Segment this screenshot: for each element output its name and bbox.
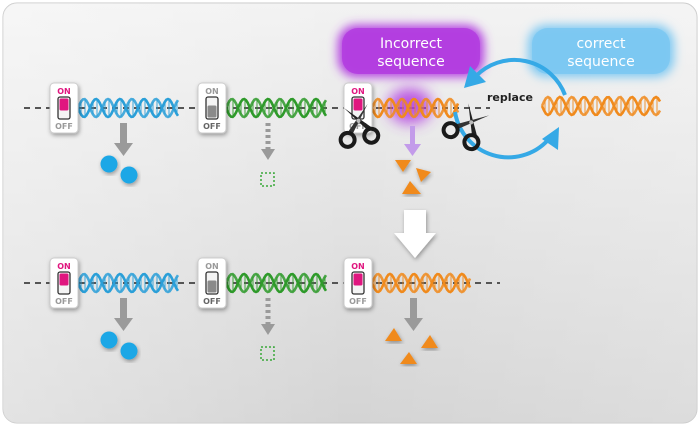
- triangle-product-icon: [402, 181, 421, 194]
- switch-off-label: OFF: [203, 297, 221, 306]
- correct-line1: correct: [576, 36, 626, 52]
- circle-product-icon: [100, 331, 118, 349]
- switch-on-label: ON: [57, 87, 71, 96]
- switch-off-label: OFF: [203, 122, 221, 131]
- triangle-product-icon: [395, 160, 411, 172]
- correct-line2: sequence: [567, 54, 634, 70]
- square-outline-icon: [260, 346, 275, 361]
- expression-arrow-green-bottom: [261, 298, 275, 335]
- switch-icon: ON OFF: [49, 82, 79, 134]
- triangle-product-icon: [416, 168, 431, 182]
- replace-label: replace: [487, 91, 533, 104]
- correct-sequence-callout: correct sequence: [528, 25, 674, 77]
- switch-off-label: OFF: [55, 297, 73, 306]
- expression-arrow-green-top: [261, 123, 275, 160]
- dna-helix-icon: [224, 272, 328, 294]
- circle-product-icon: [120, 342, 138, 360]
- dna-helix-icon: [370, 272, 472, 294]
- switch-icon: ON OFF: [197, 82, 227, 134]
- switch-icon: ON OFF: [197, 257, 227, 309]
- dna-helix-icon: [224, 97, 328, 119]
- switch-icon: ON OFF: [343, 257, 373, 309]
- switch-on-label: ON: [351, 87, 365, 96]
- square-outline-icon: [260, 172, 275, 187]
- circle-product-icon: [100, 155, 118, 173]
- triangle-product-icon: [421, 335, 438, 348]
- incorrect-line1: Incorrect: [380, 36, 443, 52]
- incorrect-sequence-callout: Incorrect sequence: [338, 25, 484, 77]
- triangle-product-icon: [385, 328, 402, 341]
- triangle-product-icon: [400, 352, 417, 364]
- circle-product-icon: [120, 166, 138, 184]
- switch-icon: ON OFF: [49, 257, 79, 309]
- switch-off-label: OFF: [55, 122, 73, 131]
- switch-icon: ON OFF: [343, 82, 373, 134]
- switch-on-label: ON: [205, 87, 219, 96]
- switch-on-label: ON: [57, 262, 71, 271]
- expression-arrow-purple-top: [404, 126, 421, 156]
- switch-on-label: ON: [351, 262, 365, 271]
- expression-arrow-orange-bottom: [404, 298, 423, 331]
- down-arrow-icon: [394, 210, 436, 258]
- incorrect-line2: sequence: [377, 54, 444, 70]
- dna-helix-icon: [76, 272, 180, 294]
- expression-arrow-blue-bottom: [114, 298, 133, 331]
- expression-arrow-blue-top: [114, 123, 133, 156]
- scissors-icon: [338, 103, 381, 149]
- dna-helix-icon: [76, 97, 180, 119]
- dna-helix-icon: [370, 97, 460, 119]
- switch-off-label: OFF: [349, 122, 367, 131]
- switch-on-label: ON: [205, 262, 219, 271]
- dna-helix-icon: [540, 95, 662, 117]
- switch-off-label: OFF: [349, 297, 367, 306]
- scissors-icon: [441, 103, 490, 152]
